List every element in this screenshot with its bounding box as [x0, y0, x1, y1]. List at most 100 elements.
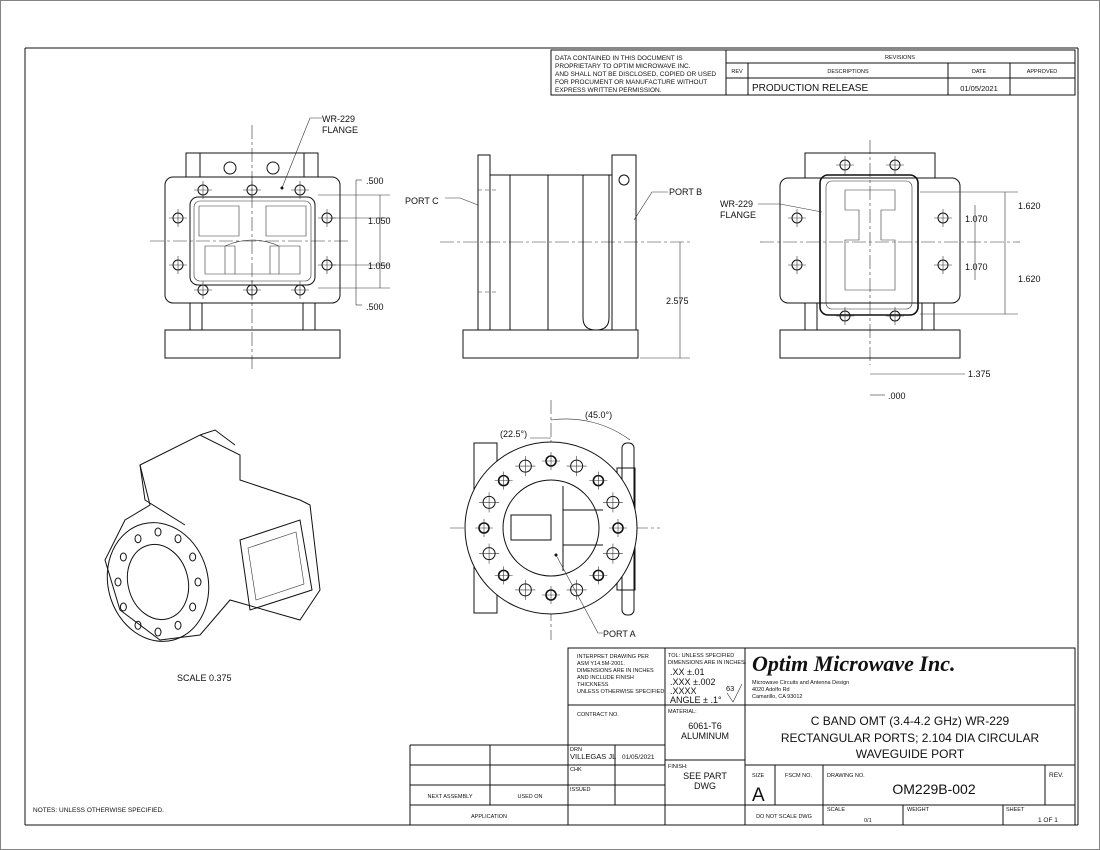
bolt-hole-icon: [194, 577, 202, 587]
bolt-hole-icon: [154, 527, 162, 537]
angle-dimension: (45.0°): [585, 410, 612, 420]
fscm-label: FSCM NO.: [785, 773, 812, 779]
flange-callout: WR-229: [720, 199, 753, 209]
bolt-hole-icon: [566, 579, 587, 600]
company-logo: Optim Microwave Inc.: [752, 651, 956, 676]
sheet-value: 1 OF 1: [1038, 817, 1058, 824]
weight-label: WEIGHT: [907, 807, 930, 813]
bolt-hole-icon: [515, 456, 536, 477]
bolt-hole-icon: [542, 452, 560, 470]
flange-callout: FLANGE: [322, 125, 358, 135]
material-label: MATERIAL:: [668, 709, 697, 715]
dimension-label: 1.070: [965, 214, 988, 224]
interpret-note: THICKNESS: [577, 682, 609, 688]
bolt-hole-icon: [542, 586, 560, 604]
revision-description: PRODUCTION RELEASE: [752, 83, 868, 94]
approved-header: APPROVED: [1027, 69, 1058, 75]
drawing-number: OM229B-002: [892, 781, 975, 797]
size-value: A: [752, 785, 765, 806]
bolt-hole-icon: [515, 579, 536, 600]
interpret-note: INTERPRET DRAWING PER: [577, 654, 649, 660]
bolt-hole-icon: [291, 181, 309, 199]
revision-block: REVISIONS REV DESCRIPTIONS DATE APPROVED…: [725, 49, 1076, 96]
tolerance-note: DIMENSIONS ARE IN INCHES.: [668, 660, 747, 666]
dimension-label: .000: [888, 391, 906, 401]
tolerance-note: TOL: UNLESS SPECIFIED: [668, 653, 734, 659]
bolt-hole-icon: [836, 307, 854, 325]
contract-label: CONTRACT NO.: [577, 712, 619, 718]
scale-label: SCALE 0.375: [177, 673, 232, 683]
checked-label: CHK: [570, 767, 582, 773]
notice-line: AND SHALL NOT BE DISCLOSED, COPIED OR US…: [555, 71, 716, 78]
bolt-hole-icon: [194, 281, 212, 299]
proprietary-notice: DATA CONTAINED IN THIS DOCUMENT IS PROPR…: [550, 49, 727, 96]
bolt-hole-icon: [134, 620, 142, 630]
right-view: 1.620 1.070 1.070 1.620 WR-229 FLANGE 1.…: [720, 140, 1041, 401]
dimension-label: 1.620: [1018, 201, 1041, 211]
rev-header: REV: [731, 69, 743, 75]
bolt-hole-icon: [479, 492, 500, 513]
bolt-hole-icon: [602, 492, 623, 513]
scale-value: 0/1: [864, 818, 872, 824]
drawn-by: VILLEGAS JL: [570, 752, 616, 761]
application-label: APPLICATION: [471, 814, 507, 820]
drawing-title: RECTANGULAR PORTS; 2.104 DIA CIRCULAR: [781, 731, 1040, 745]
drawn-label: DRN: [570, 747, 582, 753]
company-address: Microwave Circuits and Antenna Design: [752, 680, 849, 686]
angle-dimension: (22.5°): [500, 429, 527, 439]
drawing-number-label: DRAWING NO.: [827, 773, 865, 779]
notice-line: DATA CONTAINED IN THIS DOCUMENT IS: [555, 55, 683, 62]
notice-line: PROPRIETARY TO OPTIM MICROWAVE INC.: [555, 63, 691, 70]
surface-finish-value: 63: [726, 684, 734, 693]
next-assembly-label: NEXT ASSEMBLY: [427, 794, 472, 800]
scale-label: SCALE: [827, 807, 845, 813]
tolerance-xxx: .XXX ±.002: [670, 677, 715, 687]
title-block: INTERPRET DRAWING PER ASM Y14.5M-2001. D…: [409, 647, 1076, 826]
bolt-hole-icon: [154, 627, 162, 637]
bolt-hole-icon: [119, 552, 127, 562]
front-view: .500 1.050 1.050 .500 WR-229 FLANGE: [150, 114, 391, 370]
bolt-hole-icon: [291, 281, 309, 299]
bolt-hole-icon: [609, 519, 627, 537]
descriptions-header: DESCRIPTIONS: [827, 69, 869, 75]
port-c-label: PORT C: [405, 196, 439, 206]
bolt-hole-icon: [589, 566, 608, 585]
surface-finish-icon: [726, 683, 743, 703]
flange-callout: FLANGE: [720, 210, 756, 220]
bolt-hole-icon: [494, 566, 513, 585]
bolt-hole-icon: [189, 552, 197, 562]
drawing-title: C BAND OMT (3.4-4.2 GHz) WR-229: [811, 714, 1010, 728]
bolt-hole-icon: [494, 471, 513, 490]
notice-line: EXPRESS WRITTEN PERMISSION.: [555, 87, 662, 94]
bolt-hole-icon: [886, 307, 904, 325]
bolt-hole-icon: [836, 156, 854, 174]
bolt-hole-icon: [886, 156, 904, 174]
drawn-date: 01/05/2021: [622, 754, 655, 761]
material-value: ALUMINUM: [681, 731, 729, 741]
sheet-label: SHEET: [1006, 807, 1025, 813]
bolt-hole-icon: [189, 602, 197, 612]
dimension-label: 1.070: [965, 262, 988, 272]
bolt-hole-icon: [174, 620, 182, 630]
dimension-label: 2.575: [666, 296, 689, 306]
company-address: Camarillo, CA 93012: [752, 694, 802, 700]
dimension-label: 1.375: [968, 369, 991, 379]
finish-value: DWG: [694, 781, 716, 791]
revisions-title: REVISIONS: [885, 55, 915, 61]
bolt-hole-icon: [243, 181, 261, 199]
bolt-hole-icon: [589, 471, 608, 490]
bolt-hole-icon: [134, 534, 142, 544]
interpret-note: DIMENSIONS ARE IN INCHES: [577, 668, 654, 674]
side-view: PORT C PORT B 2.575: [405, 154, 702, 359]
bolt-hole-icon: [475, 519, 493, 537]
issued-label: ISSUED: [570, 787, 591, 793]
bolt-hole-icon: [602, 543, 623, 564]
dimension-label: .500: [366, 302, 384, 312]
notes-label: NOTES: UNLESS OTHERWISE SPECIFIED.: [33, 807, 164, 814]
bolt-hole-icon: [479, 543, 500, 564]
interpret-note: ASM Y14.5M-2001.: [577, 661, 625, 667]
finish-value: SEE PART: [683, 771, 727, 781]
interpret-note: UNLESS OTHERWISE SPECIFIED.: [577, 689, 666, 695]
bolt-hole-icon: [934, 209, 952, 227]
dimension-label: 1.050: [368, 261, 391, 271]
